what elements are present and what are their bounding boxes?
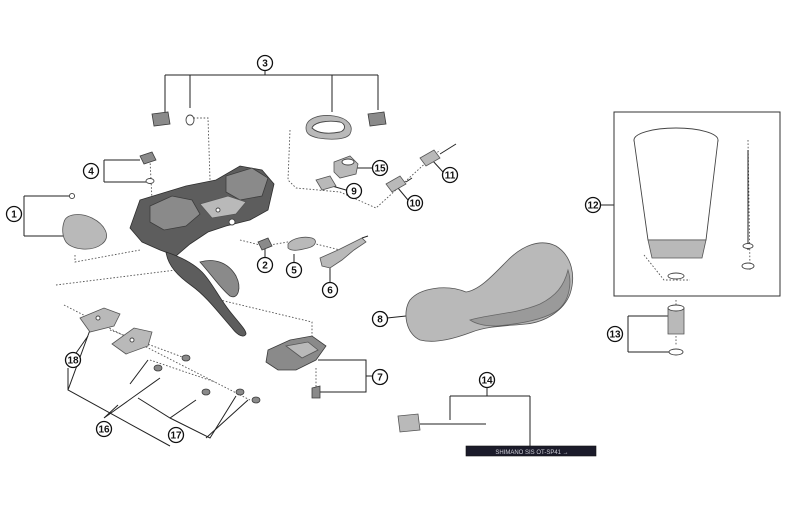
callout-circle [95,420,113,438]
part-small-block-2 [257,237,273,251]
callout-circle [5,205,23,223]
part-adjuster-13 [667,304,685,356]
callout-number: 15 [374,164,386,175]
callout-11: 11 [441,166,459,184]
callout-circle [371,310,389,328]
callout-number: 3 [262,59,268,70]
callout-number: 12 [587,201,599,212]
callout-circle [371,159,389,177]
callout-3: 3 [256,54,274,72]
part-hood-cover-8 [405,242,573,342]
part-bushing-9 [315,175,337,191]
callout-15: 15 [371,159,389,177]
part-screws-16-17 [153,354,261,404]
callout-14: 14 [478,371,496,389]
callout-number: 1 [11,210,17,221]
callout-number: 18 [67,356,79,367]
cable-print-text: SHIMANO SIS OT-SP41 → [495,450,568,456]
callout-number: 2 [262,261,268,272]
callout-1: 1 [5,205,23,223]
callout-number: 5 [291,266,297,277]
callout-circle [345,182,363,200]
callout-13: 13 [606,325,624,343]
part-main-lever-body [129,165,275,337]
callout-circle [82,162,100,180]
callout-number: 16 [98,425,110,436]
part-inner-cable-14: SHIMANO SIS OT-SP41 → [397,413,597,457]
part-clip-6 [319,235,369,269]
callout-circle [285,261,303,279]
part-adjuster-11 [419,143,457,167]
callout-circle [606,325,624,343]
callout-number: 4 [88,167,94,178]
part-cap-box-12 [613,111,781,297]
callout-circle [584,196,602,214]
callout-18: 18 [64,351,82,369]
callout-circle [321,281,339,299]
callout-circle [256,256,274,274]
part-adjuster-10 [385,175,413,193]
callout-circle [441,166,459,184]
callout-16: 16 [95,420,113,438]
callout-8: 8 [371,310,389,328]
callout-number: 8 [377,315,383,326]
callout-circle [371,368,389,386]
callout-circle [406,194,424,212]
part-screw-washer-4 [139,151,157,184]
callout-number: 9 [351,187,357,198]
part-housing-cover-7 [265,335,327,399]
callout-12: 12 [584,196,602,214]
callout-7: 7 [371,368,389,386]
callout-circle [478,371,496,389]
callout-17: 17 [167,426,185,444]
part-bracket-18 [79,307,121,333]
part-bushing-15 [333,155,359,179]
callout-number: 6 [327,286,333,297]
callout-number: 11 [445,171,456,182]
callout-10: 10 [406,194,424,212]
callout-5: 5 [285,261,303,279]
callout-2: 2 [256,256,274,274]
callout-4: 4 [82,162,100,180]
callout-number: 10 [409,199,421,210]
part-bracket-16 [111,327,153,355]
part-lever-5 [287,236,316,251]
part-pins-band-3 [151,111,387,140]
callout-6: 6 [321,281,339,299]
callout-9: 9 [345,182,363,200]
callout-number: 7 [377,373,383,384]
part-lever-cover [62,192,107,250]
callout-number: 14 [481,376,493,387]
callout-circle [167,426,185,444]
callout-circle [64,351,82,369]
callout-number: 17 [170,431,182,442]
callout-number: 13 [609,330,621,341]
callout-circle [256,54,274,72]
